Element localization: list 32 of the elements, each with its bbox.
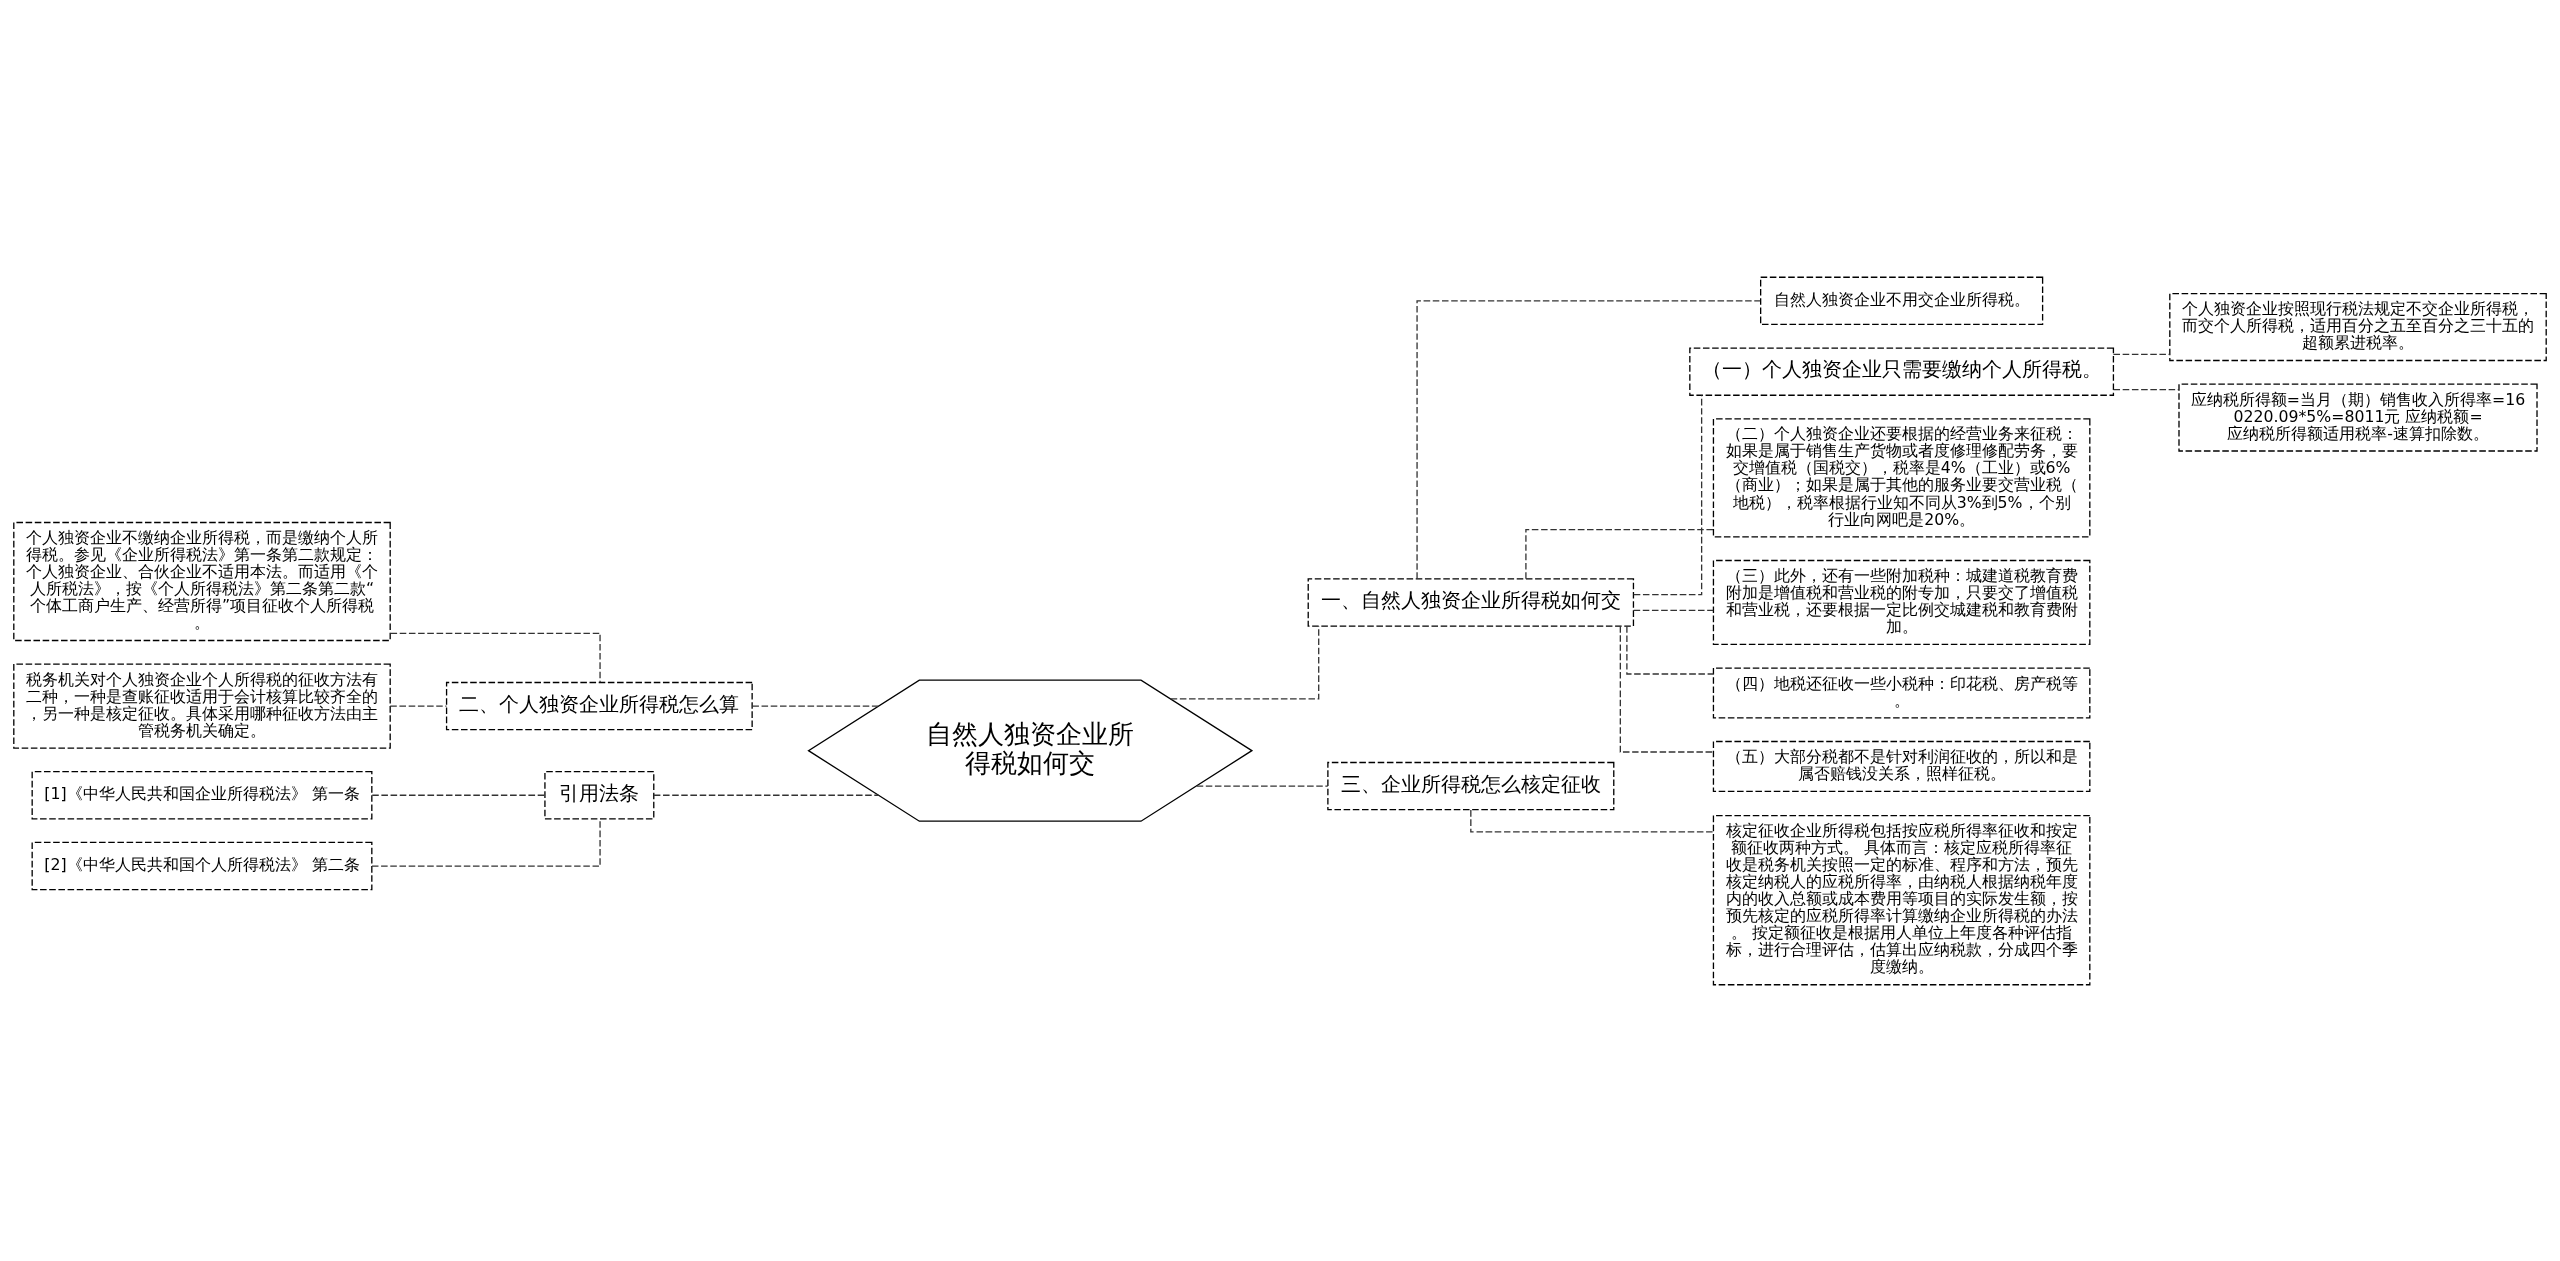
connector [1619,625,1714,753]
connector [1416,299,1761,579]
connector [2112,388,2180,390]
node-box: [2]《中华人民共和国个人所得税法》 第二条 [31,841,373,890]
node-box: 引用法条 [544,770,655,819]
node-box: 应纳税所得额=当月（期）销售收入所得率=160220.09*5%=8011元 应纳税额=应纳税所得额适用税率-速算扣除数。 [2178,382,2538,452]
node-box: （一）个人独资企业只需要缴纳个人所得税。 [1689,346,2115,396]
connector [653,794,880,796]
node-box: 个人独资企业不缴纳企业所得税，而是缴纳个人所得税。参见《企业所得税法》第一条第二款规定：个人独资企业、合伙企业不适用本法。而适用《个人所税法》，按《个人所得税法》第二条第二款“个体工商户生产、经营所得”项目征收个人所得税。 [13,521,391,641]
node-box: [1]《中华人民共和国企业所得税法》 第一条 [31,770,373,819]
connector [371,818,601,867]
connector [389,632,601,683]
connector [751,704,879,707]
connector [389,704,448,707]
node-box: 自然人独资企业不用交企业所得税。 [1760,276,2044,325]
connector [371,794,546,796]
node-box: （五）大部分税都不是针对利润征收的，所以和是属否赔钱没关系，照样征税。 [1712,740,2091,792]
node-box: 税务机关对个人独资企业个人所得税的征收方法有二种，一种是查账征收适用于会计核算比较齐全的，另一种是核定征收。具体采用哪种征收方法由主管税务机关确定。 [13,662,391,749]
node-box: 个人独资企业按照现行税法规定不交企业所得税，而交个人所得税，适用百分之五至百分之三十五的超额累进税率。 [2169,292,2547,361]
node-box: （三）此外，还有一些附加税种：城建道税教育费附加是增值税和营业税的附专加，只要交了增值税和营业税，还要根据一定比例交城建税和教育费附加。 [1712,559,2091,645]
connector [1196,784,1329,787]
node-box: （四）地税还征收一些小税种：印花税、房产税等。 [1712,666,2091,719]
connector [1169,625,1320,700]
connector [2112,353,2171,355]
connector [1525,528,1714,579]
node-box: 二、个人独资企业所得税怎么算 [445,681,753,730]
connector [1626,625,1715,675]
node-box: 三、企业所得税怎么核定征收 [1327,761,1615,810]
connector [1633,609,1714,611]
node-box: 核定征收企业所得税包括按应税所得率征收和按定额征收两种方式。 具体而言：核定应税所得率征收是税务机关按照一定的标准、程序和方法，预先核定纳税人的应税所得率，由纳税人根据纳税年度内的收入总额或成本费用等项目的实际发生额，按预先核定的应税所得率计算缴纳企业所得税的办法。 按定额征收是根据用人单位上年度各种评估指标，进行合理评估，估算出应纳税款，分成四个季度缴纳。 [1712,814,2091,985]
node-box: （二）个人独资企业还要根据的经营业务来征税：如果是属于销售生产货物或者度修理修配劳务，要交增值税（国税交），税率是4%（工业）或6%（商业）；如果是属于其他的服务业要交营业税（地税），税率根据行业知不同从3%到5%，个别行业向网吧是20%。 [1712,417,2091,538]
node-box: 一、自然人独资企业所得税如何交 [1307,577,1635,627]
